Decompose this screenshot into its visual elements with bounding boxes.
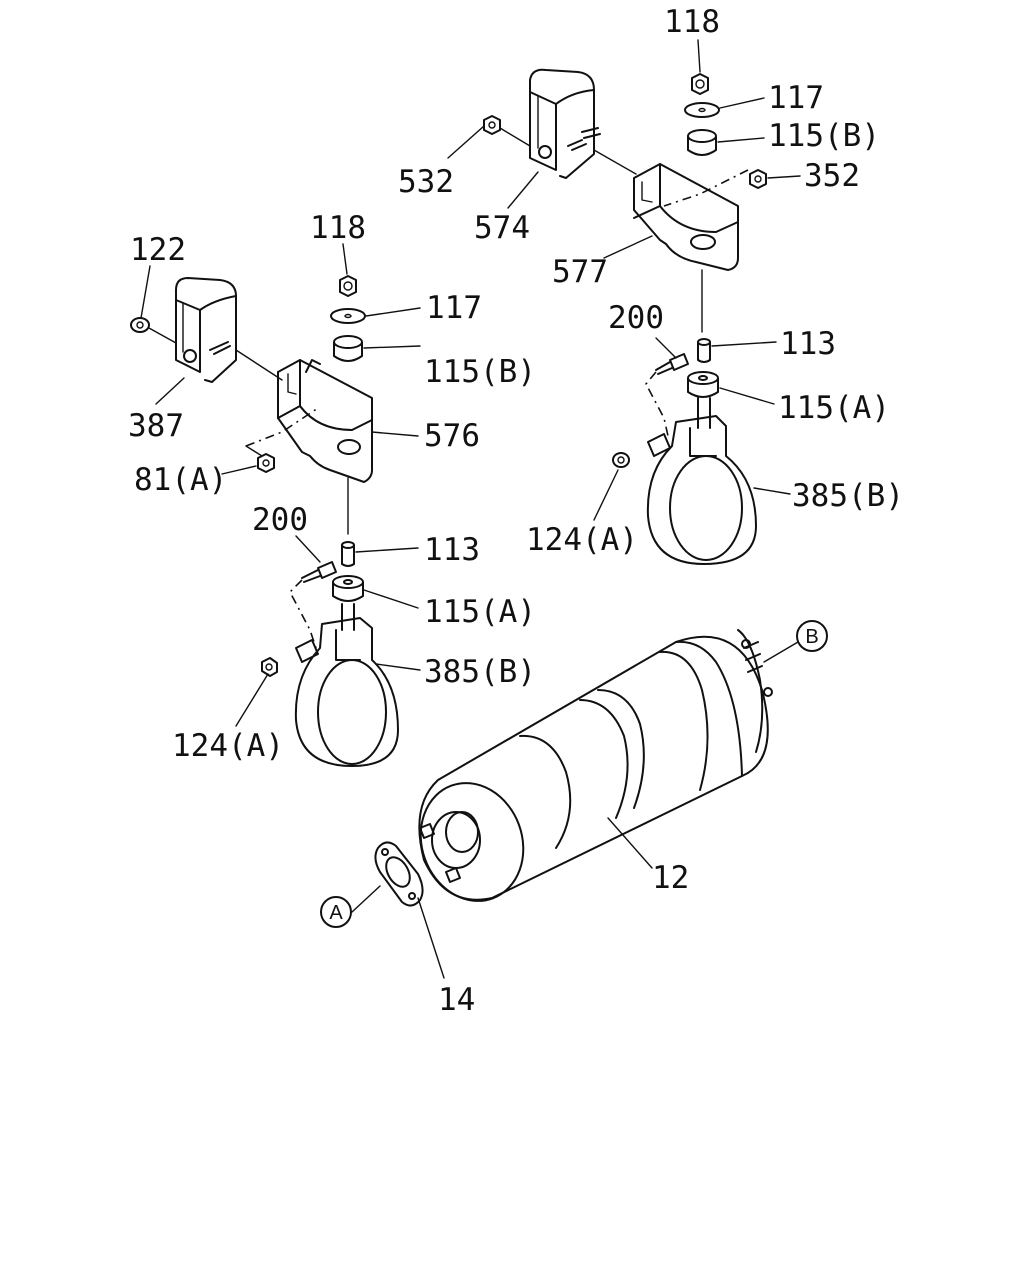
label-81a: 81(A) [134,462,227,498]
leader-lines [140,39,801,979]
label-387: 387 [128,408,184,444]
label-577: 577 [552,254,608,290]
bolt-path-right [645,371,669,437]
clamp-385b-right [646,397,757,565]
washer-117-right [684,102,720,118]
label-532: 532 [398,164,454,200]
label-352: 352 [804,158,860,194]
label-115a-left: 115(A) [424,594,536,630]
label-200-right: 200 [608,300,664,336]
label-115b-left: 115(B) [424,354,536,390]
bolt-200-left [301,561,337,583]
nut-532 [483,115,531,147]
reference-a-letter: A [329,902,343,924]
label-113-left: 113 [424,532,480,568]
nut-124a-right [612,452,630,468]
label-200-left: 200 [252,502,308,538]
label-574: 574 [474,210,530,246]
nut-118-right [691,73,709,95]
bushing-115b-right [687,129,717,156]
nut-122 [130,317,177,344]
muffler-12 [418,629,773,902]
label-124a-right: 124(A) [526,522,638,558]
label-122: 122 [130,232,186,268]
label-117-left: 117 [426,290,482,326]
bushing-115a-right [687,371,719,398]
nut-81a [245,407,319,473]
label-14: 14 [438,982,475,1018]
nut-124a-left [261,657,278,677]
bushing-115b-left [333,335,363,362]
washer-117-left [330,308,366,324]
label-117-right: 117 [768,80,824,116]
label-385b-right: 385(B) [792,478,904,514]
label-115a-right: 115(A) [778,390,890,426]
bracket-387 [175,277,237,383]
sleeve-113-left [341,541,355,567]
bolt-200-right [655,353,689,375]
label-12: 12 [652,860,689,896]
label-118-right: 118 [664,4,720,40]
label-385b-left: 385(B) [424,654,536,690]
callout-labels: 122 387 118 117 115(B) 576 81(A) 200 113… [128,4,904,1018]
bracket-577 [593,149,739,271]
bolt-path-left [289,579,317,649]
bracket-574 [529,68,601,179]
label-576: 576 [424,418,480,454]
sleeve-113-right [697,338,711,363]
gasket-14 [374,841,424,907]
reference-b: B [796,620,828,652]
nut-352 [663,169,767,207]
label-118-left: 118 [310,210,366,246]
reference-b-letter: B [805,626,818,648]
nut-118-left [339,275,357,297]
bushing-115a-left [332,575,364,602]
label-124a-left: 124(A) [172,728,284,764]
label-115b-right: 115(B) [768,118,880,154]
clamp-385b-left [294,603,399,767]
reference-a: A [320,896,352,928]
label-113-right: 113 [780,326,836,362]
bracket-576 [235,349,373,483]
